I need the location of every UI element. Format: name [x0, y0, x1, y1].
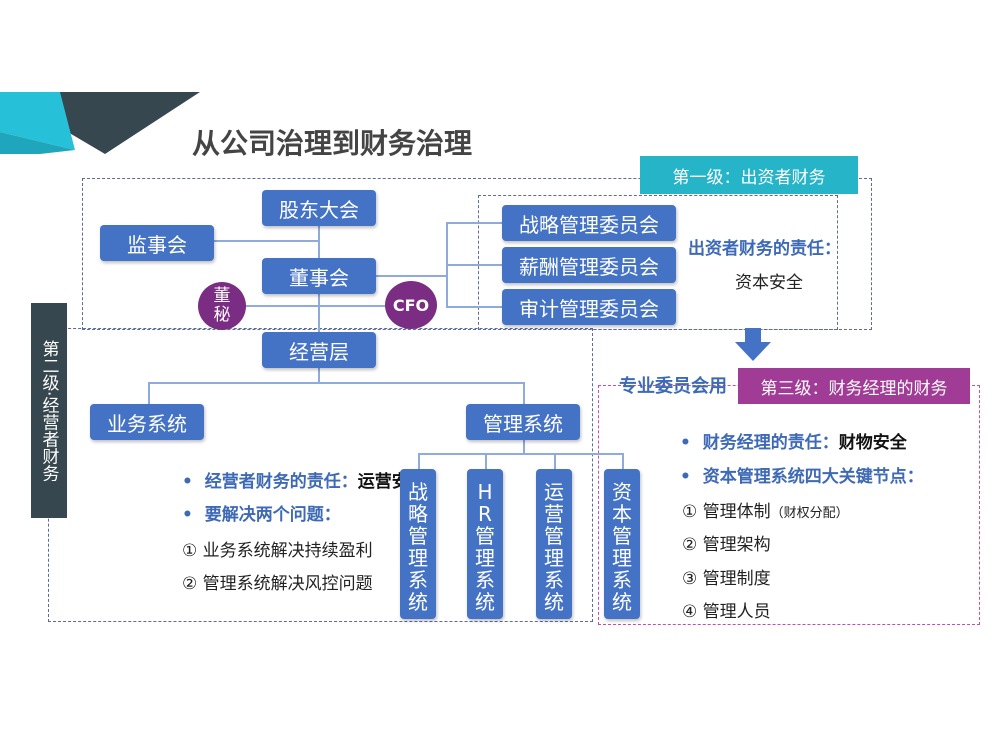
connector — [148, 382, 150, 404]
ops-bullet-1-label: 经营者财务的责任： — [204, 472, 358, 492]
page-title: 从公司治理到财务治理 — [192, 127, 473, 160]
connector — [622, 453, 624, 469]
level3-item-4: ④ 管理人员 — [682, 602, 771, 622]
node-business-system: 业务系统 — [90, 404, 204, 440]
connector — [418, 453, 420, 469]
level3-bullet-2-text: 资本管理系统四大关键节点： — [702, 467, 924, 487]
connector — [523, 382, 525, 404]
level1-region — [82, 178, 872, 330]
level3-item-1-note: （财权分配） — [770, 506, 849, 521]
ops-bullet-2-text: 要解决两个问题： — [204, 505, 341, 525]
node-strategy-committee: 战略管理委员会 — [502, 205, 676, 241]
committee-note: 专业委员会用 — [619, 376, 727, 397]
connector — [148, 382, 524, 384]
level3-bullet-2: • 资本管理系统四大关键节点： — [680, 462, 924, 487]
node-sub-hr-label: HR管理系统 — [475, 480, 495, 614]
level3-item-1: ① 管理体制（财权分配） — [682, 497, 849, 522]
level3-bullet-1-value: 财物安全 — [838, 433, 907, 453]
ops-bullet-2: • 要解决两个问题： — [182, 500, 341, 525]
connector — [418, 453, 624, 455]
node-sub-ops: 运营管理系统 — [536, 469, 572, 619]
level3-bullet-1: • 财务经理的责任：财物安全 — [680, 428, 907, 453]
bullet-dot: • — [680, 433, 703, 453]
node-sub-capital-label: 资本管理系统 — [612, 480, 632, 614]
ops-item-2: ② 管理系统解决风控问题 — [182, 574, 373, 594]
node-sub-capital: 资本管理系统 — [604, 469, 640, 619]
level1-value: 资本安全 — [735, 273, 803, 293]
level2-tag-text: 第二级·经营者财务 — [38, 339, 59, 482]
level2-tag: 第二级·经营者财务 — [31, 303, 67, 518]
node-sub-ops-label: 运营管理系统 — [544, 480, 564, 614]
bullet-dot: • — [182, 472, 205, 492]
level3-bullet-1-label: 财务经理的责任： — [702, 433, 839, 453]
node-secretary: 董秘 — [198, 282, 246, 330]
ops-bullet-1: • 经营者财务的责任：运营安全 — [182, 467, 426, 492]
level3-item-3: ③ 管理制度 — [682, 569, 771, 589]
connector — [318, 224, 320, 264]
connector — [554, 453, 556, 469]
level3-item-2: ② 管理架构 — [682, 535, 771, 555]
connector — [446, 306, 502, 308]
node-supervisors: 监事会 — [100, 225, 214, 261]
down-arrow-icon — [735, 328, 771, 361]
node-board: 董事会 — [262, 258, 376, 294]
node-operations: 经营层 — [262, 332, 376, 368]
connector — [446, 264, 502, 266]
ops-item-1: ① 业务系统解决持续盈利 — [182, 541, 373, 561]
connector — [446, 222, 502, 224]
connector — [318, 367, 320, 383]
bullet-dot: • — [182, 505, 205, 525]
bullet-dot: • — [680, 467, 703, 487]
level1-heading: 出资者财务的责任： — [688, 239, 841, 259]
node-sub-hr: HR管理系统 — [467, 469, 503, 619]
connector — [318, 290, 320, 335]
connector — [245, 305, 385, 307]
connector — [485, 453, 487, 469]
connector — [523, 440, 525, 454]
level1-tag: 第一级：出资者财务 — [640, 156, 858, 194]
node-cfo: CFO — [385, 281, 437, 329]
corner-banner-icon — [0, 92, 200, 154]
level3-item-1-text: ① 管理体制 — [682, 502, 771, 522]
level3-tag: 第三级：财务经理的财务 — [738, 368, 970, 404]
committee-region — [478, 195, 838, 330]
node-sub-strategy-label: 战略管理系统 — [408, 480, 428, 614]
node-sub-strategy: 战略管理系统 — [400, 469, 436, 619]
node-salary-committee: 薪酬管理委员会 — [502, 247, 676, 283]
connector — [376, 275, 446, 277]
node-shareholders: 股东大会 — [262, 190, 376, 226]
node-audit-committee: 审计管理委员会 — [502, 289, 676, 325]
connector — [214, 240, 319, 242]
node-management-system: 管理系统 — [466, 404, 580, 440]
